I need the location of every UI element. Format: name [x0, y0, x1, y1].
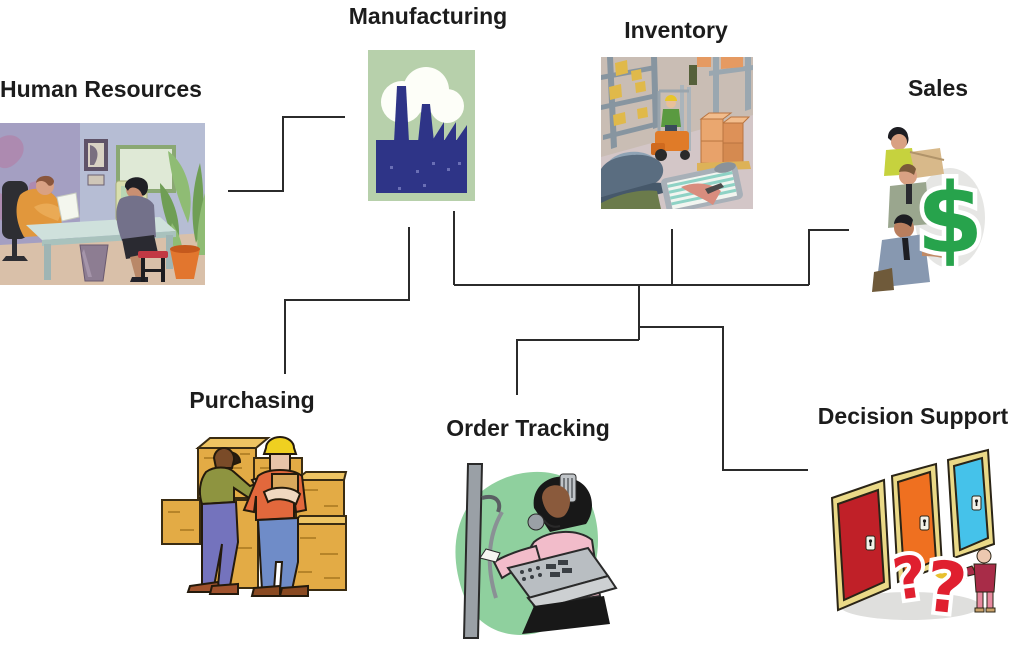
decision-support-illustration: ? ? [830, 448, 997, 628]
sales-illustration: $ [872, 126, 988, 292]
svg-text:?: ? [922, 545, 971, 628]
connector-center-drop-to-order-tracking [516, 339, 639, 395]
connector-bus-to-sales [808, 229, 849, 285]
node-label-decision-support: Decision Support [817, 403, 1009, 429]
purchasing-illustration [161, 436, 348, 597]
connector-human-resources-to-manufacturing [228, 116, 345, 192]
manufacturing-illustration [368, 50, 475, 201]
human-resources-illustration [0, 123, 205, 285]
node-label-inventory: Inventory [624, 17, 728, 43]
node-label-human-resources: Human Resources [0, 76, 202, 102]
connector-manufacturing-to-purchasing [284, 227, 410, 374]
order-tracking-illustration [455, 463, 618, 639]
node-label-sales: Sales [907, 75, 969, 101]
node-label-order-tracking: Order Tracking [446, 415, 610, 441]
svg-text:$: $ [917, 163, 984, 275]
connector-center-drop-to-decision-support [639, 326, 808, 471]
node-label-manufacturing: Manufacturing [348, 3, 508, 29]
node-label-purchasing: Purchasing [189, 387, 315, 413]
inventory-illustration [601, 57, 753, 209]
